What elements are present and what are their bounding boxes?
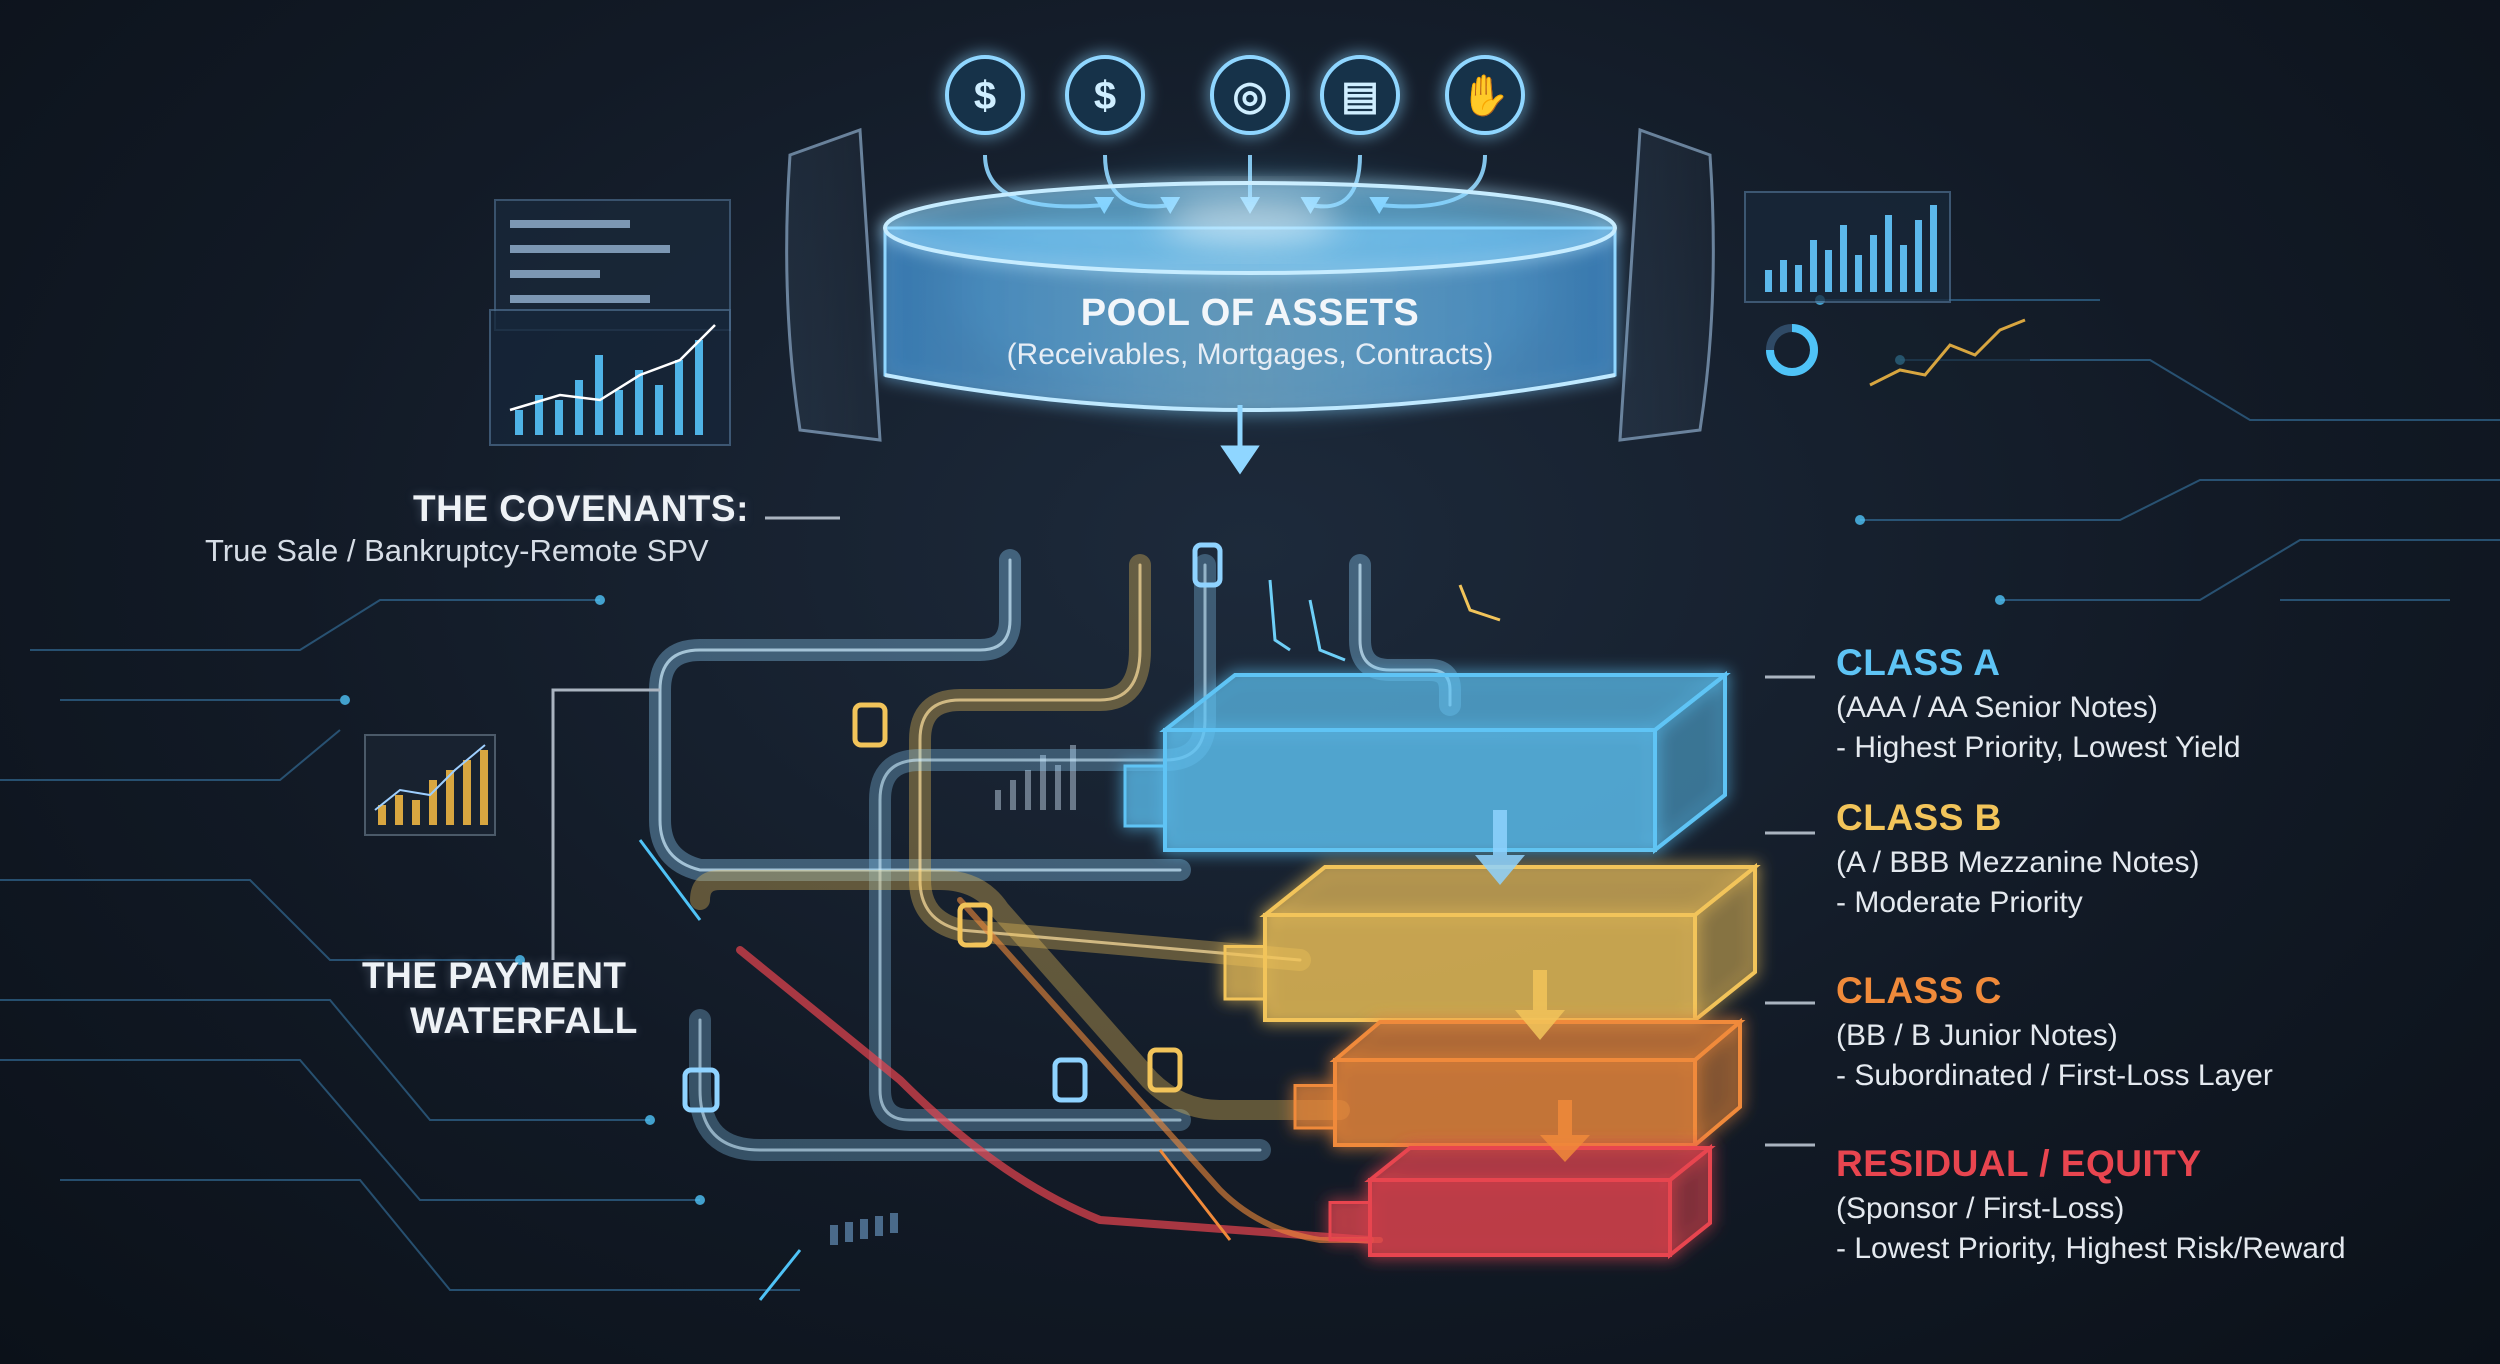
tranche-box-3 <box>1293 1017 1746 1150</box>
tranche-arrows <box>1475 810 1590 1162</box>
tranche-rating: (A / BBB Mezzanine Notes) <box>1836 846 2200 879</box>
chart-panel-left-top <box>494 199 731 331</box>
tranche-label-2: CLASS B (A / BBB Mezzanine Notes) - Modera… <box>1836 797 2200 923</box>
input-icons: $ $ ◎ ▤ ✋ <box>945 55 1525 214</box>
pool-cylinder <box>883 181 1617 412</box>
dollar-icon: $ <box>1065 55 1181 214</box>
tranche-rating: (BB / B Junior Notes) <box>1836 1019 2118 1052</box>
covenants-title: THE COVENANTS: <box>413 488 749 529</box>
coin-stack-icon: ◎ <box>1210 55 1290 214</box>
circuit-lines <box>0 299 2500 1291</box>
tranche-box-2 <box>1223 862 1761 1025</box>
tranche-priority: - Moderate Priority <box>1836 886 2083 919</box>
svg-text:✋: ✋ <box>1460 72 1510 118</box>
tranche-priority: - Subordinated / First-Loss Layer <box>1836 1059 2273 1092</box>
tranche-title: CLASS A <box>1836 642 2001 683</box>
tranche-box-1 <box>1123 670 1731 855</box>
chart-panel-right-top <box>1744 191 1951 303</box>
tranche-label-4: RESIDUAL / EQUITY (Sponsor / First-Loss) -… <box>1836 1143 2346 1269</box>
tranche-title: CLASS B <box>1836 797 2002 838</box>
shield-left <box>785 127 882 442</box>
donut-chart <box>1766 324 1818 376</box>
tranche-rating: (Sponsor / First-Loss) <box>1836 1192 2125 1225</box>
svg-text:▤: ▤ <box>1341 74 1379 118</box>
flow-arrows <box>638 579 1501 1301</box>
tranche-priority: - Lowest Priority, Highest Risk/Reward <box>1836 1232 2346 1265</box>
pool-title: POOL OF ASSETS <box>1080 292 1420 334</box>
svg-text:$: $ <box>974 74 996 118</box>
shield-right <box>1618 127 1715 442</box>
tranche-stack <box>1123 670 1761 1260</box>
bar-chart-center <box>995 745 1076 810</box>
tranche-rating: (AAA / AA Senior Notes) <box>1836 691 2158 724</box>
pool-down-arrow <box>1220 405 1260 475</box>
svg-text:◎: ◎ <box>1233 74 1268 118</box>
tranche-box-4 <box>1328 1143 1716 1260</box>
tranche-label-1: CLASS A (AAA / AA Senior Notes) - Highest … <box>1836 642 2241 768</box>
tranche-title: CLASS C <box>1836 970 2002 1011</box>
waterfall-title-line1: THE PAYMENT <box>362 955 627 996</box>
chart-panel-left-low <box>364 734 496 836</box>
pool-subtitle: (Receivables, Mortgages, Contracts) <box>1006 338 1494 371</box>
callout-lines <box>551 516 1815 1147</box>
chart-panel-right-mid <box>1860 318 2030 400</box>
pipe-couplers <box>682 542 1223 1113</box>
svg-text:$: $ <box>1094 74 1116 118</box>
covenants-subtitle: True Sale / Bankruptcy-Remote SPV <box>205 533 709 568</box>
chart-panel-left-mid <box>489 309 731 446</box>
waterfall-title-line2: WATERFALL <box>410 1000 638 1041</box>
tranche-label-3: CLASS C (BB / B Junior Notes) - Subordinat… <box>1836 970 2273 1096</box>
tranche-priority: - Highest Priority, Lowest Yield <box>1836 731 2241 764</box>
tranche-title: RESIDUAL / EQUITY <box>1836 1143 2202 1184</box>
dash-marks <box>830 1213 898 1245</box>
